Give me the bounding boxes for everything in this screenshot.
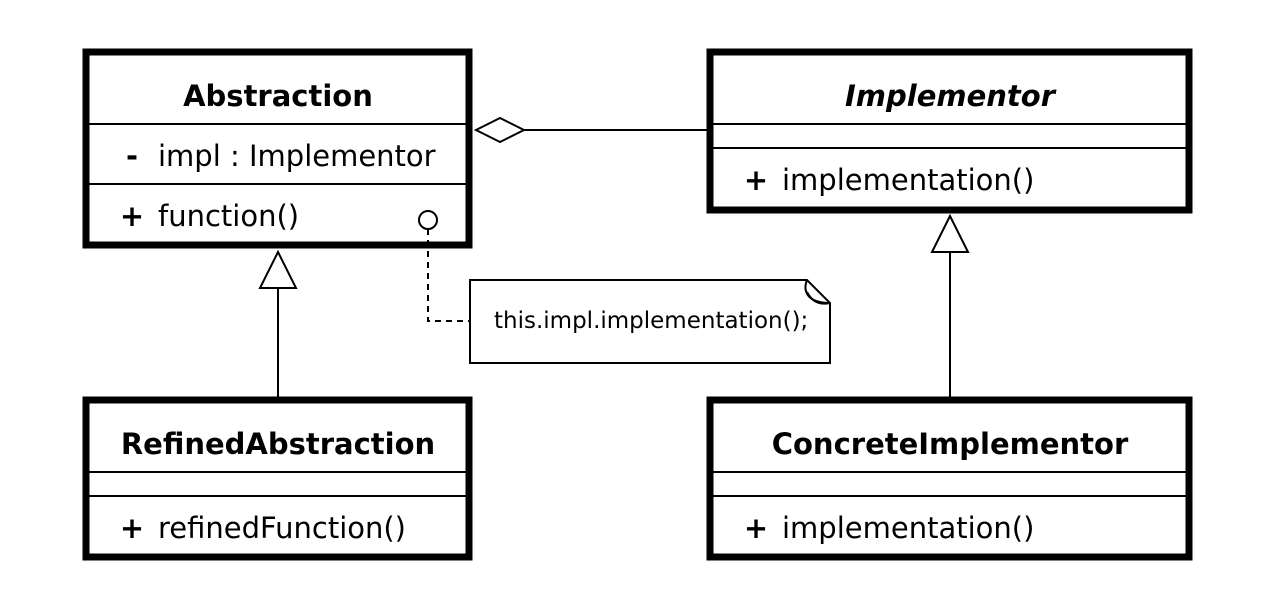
note-anchor-connector[interactable]	[418, 210, 470, 322]
note-folded-corner-icon	[804, 279, 831, 305]
operation-refined-function-visibility: +	[120, 511, 144, 545]
generalization-refined-abstraction[interactable]	[258, 249, 298, 397]
operation-concrete-implementation-visibility: +	[744, 511, 768, 545]
note-text: this.impl.implementation();	[494, 308, 808, 334]
note-anchor-dashed-line	[427, 229, 470, 322]
class-refined-abstraction-name: RefinedAbstraction	[121, 427, 435, 461]
operation-refined-function: refinedFunction()	[158, 511, 406, 545]
class-abstraction-box	[82, 48, 473, 249]
class-refined-abstraction[interactable]: RefinedAbstraction + refinedFunction()	[82, 396, 473, 561]
class-implementor[interactable]: Implementor + implementation()	[706, 48, 1193, 214]
operation-implementation: implementation()	[782, 163, 1034, 197]
class-concrete-implementor-name: ConcreteImplementor	[772, 427, 1129, 461]
note-box	[469, 279, 831, 364]
note-anchor-circle-icon	[418, 210, 438, 230]
generalization-concrete-implementor[interactable]	[930, 213, 970, 397]
operation-function-visibility: +	[120, 199, 144, 233]
class-implementor-name: Implementor	[845, 79, 1057, 113]
operation-implementation-visibility: +	[744, 163, 768, 197]
class-refined-abstraction-box	[82, 396, 473, 561]
class-implementor-box	[706, 48, 1193, 214]
operation-function: function()	[158, 199, 299, 233]
attribute-impl-visibility: -	[126, 139, 138, 173]
attribute-impl: impl : Implementor	[158, 139, 436, 173]
operation-concrete-implementation: implementation()	[782, 511, 1034, 545]
class-abstraction-name: Abstraction	[183, 79, 373, 113]
class-abstraction[interactable]: Abstraction - impl : Implementor + funct…	[82, 48, 473, 249]
note[interactable]: this.impl.implementation();	[469, 279, 831, 364]
generalization-triangle-icon	[258, 249, 298, 289]
class-concrete-implementor[interactable]: ConcreteImplementor + implementation()	[706, 396, 1193, 561]
class-concrete-implementor-box	[706, 396, 1193, 561]
aggregation-connector[interactable]	[473, 116, 707, 144]
aggregation-diamond-icon	[473, 116, 527, 144]
generalization-triangle-icon	[930, 213, 970, 253]
